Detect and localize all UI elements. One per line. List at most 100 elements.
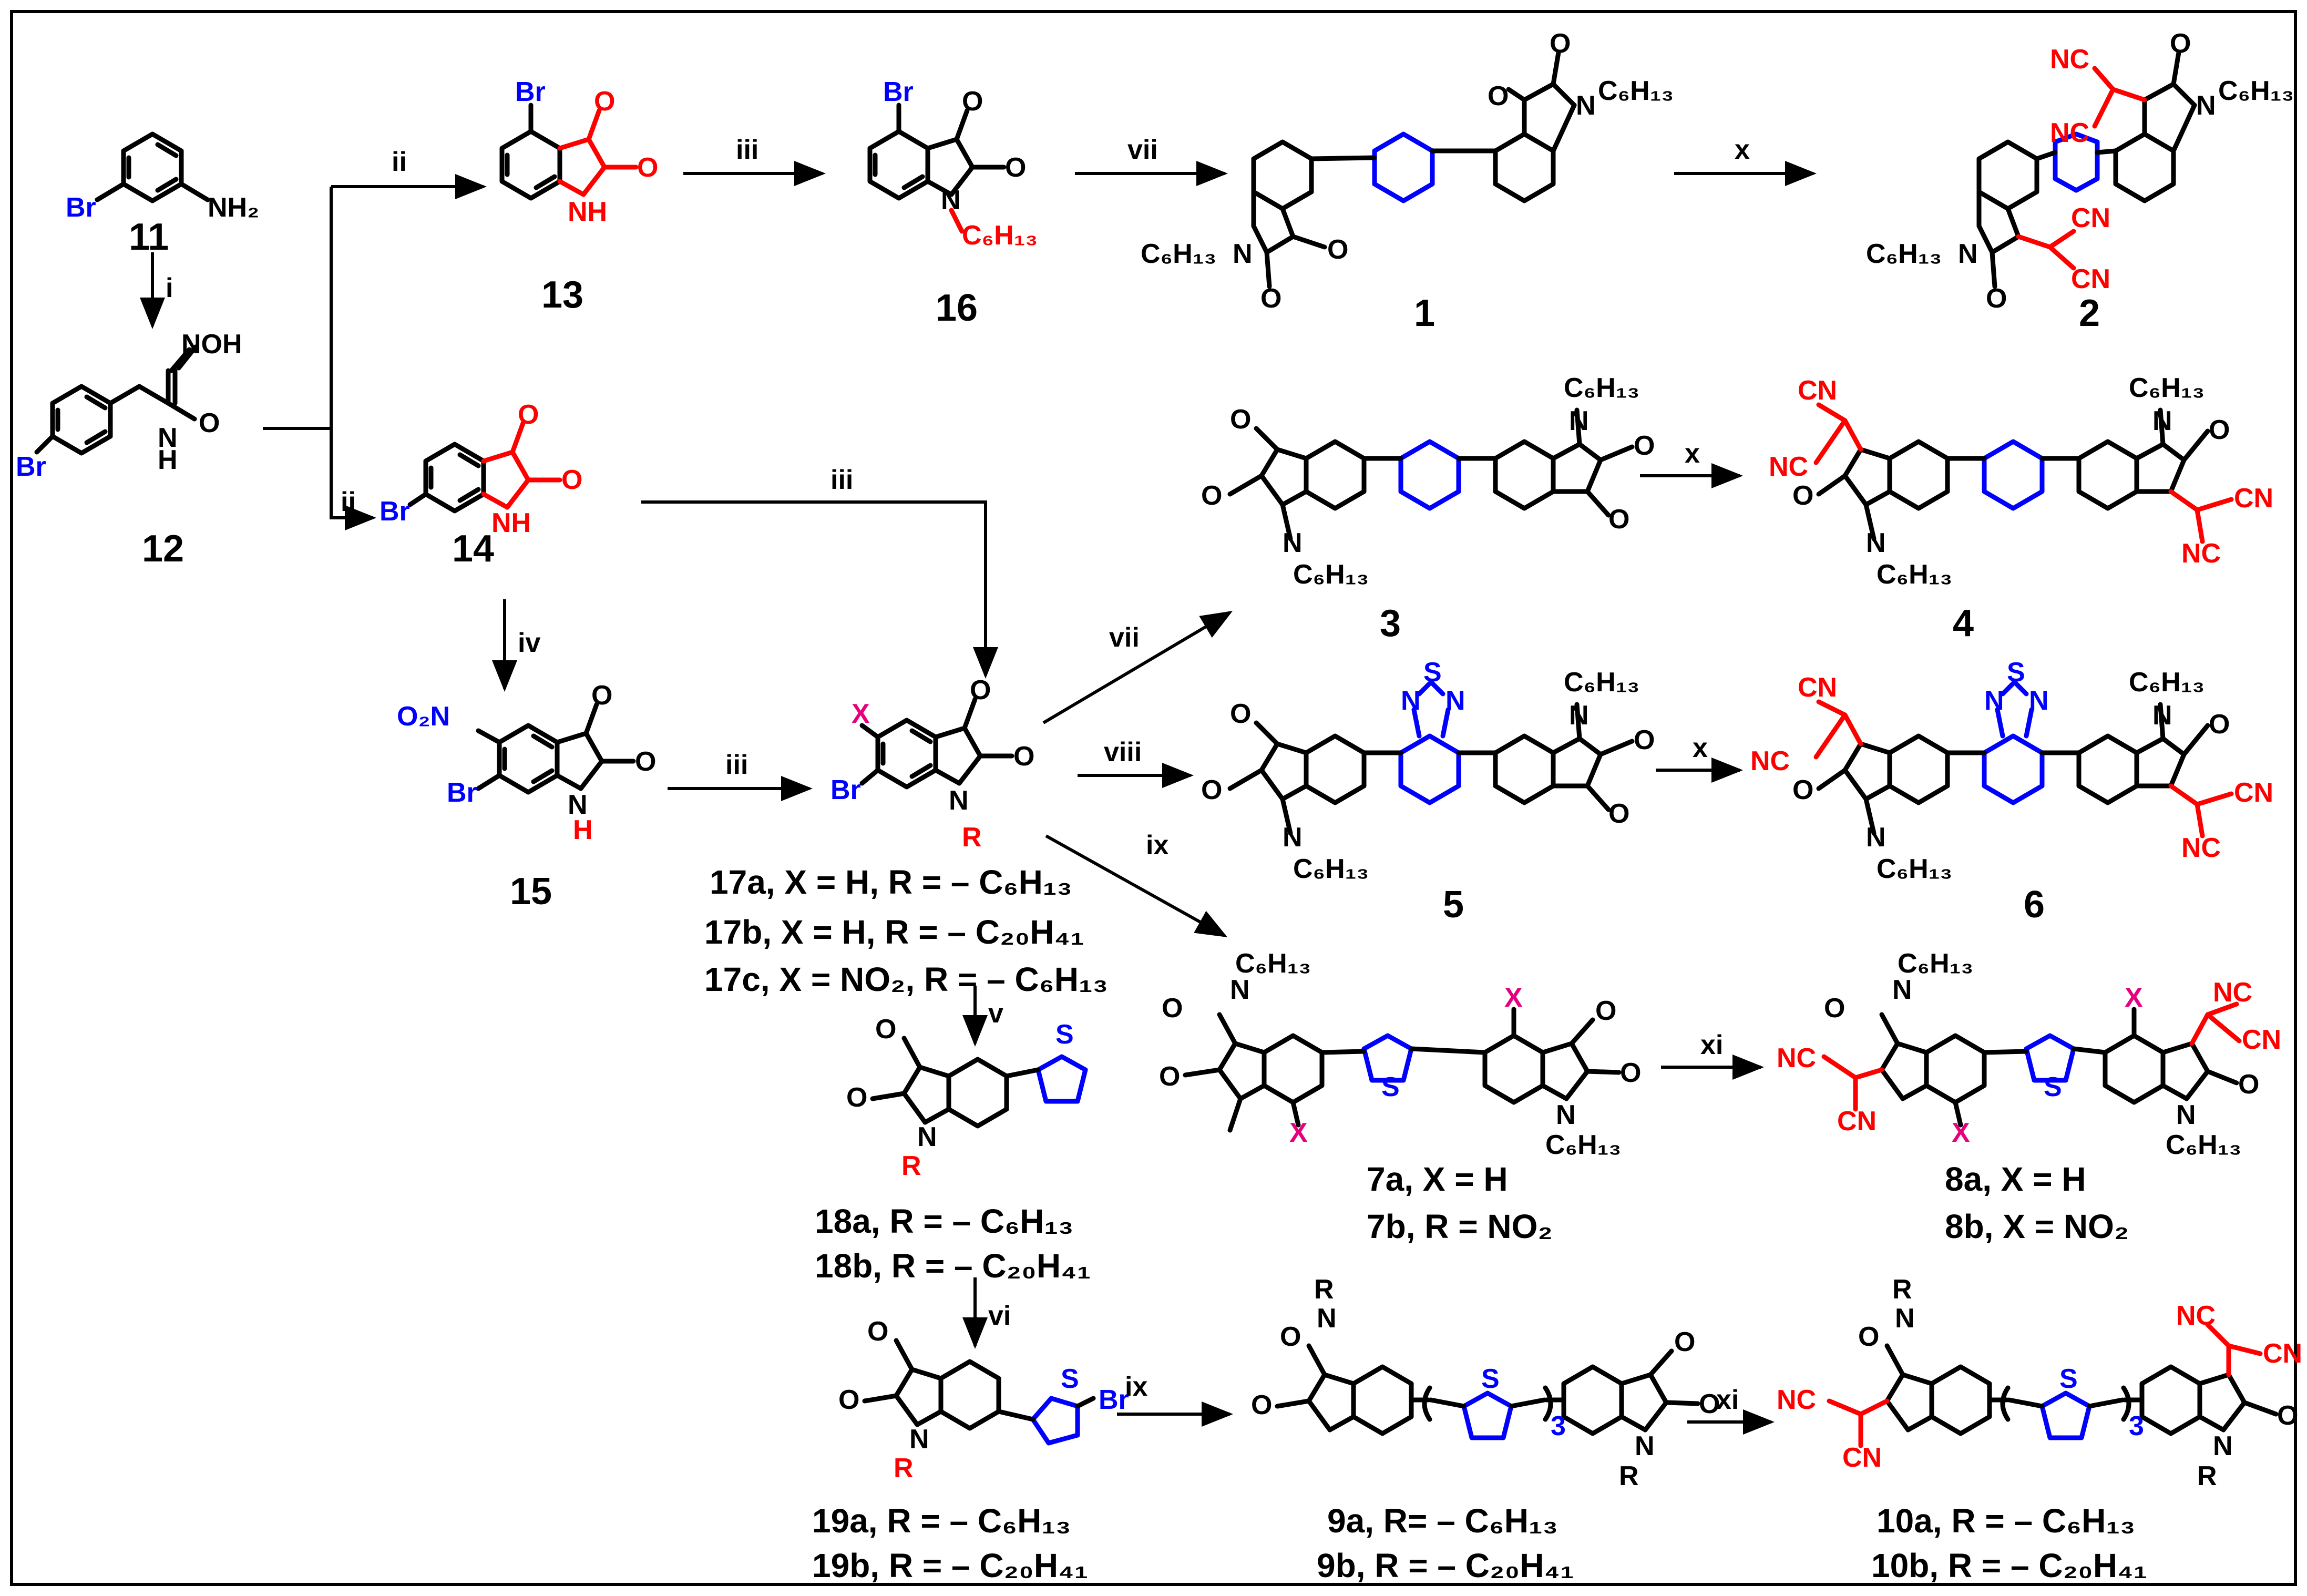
atom-r-10b: R [2197,1461,2217,1491]
atom-c6h13-5b: C₆H₁₃ [1564,667,1639,698]
atom-o-4a: O [1792,480,1813,511]
caption-8b: 8b, X = NO₂ [1945,1208,2129,1245]
atom-o-14a: O [518,400,539,430]
reagent-x-1-2: x [1735,135,1750,165]
atom-o-18b: O [846,1082,867,1113]
atom-x-8a: X [1952,1118,1970,1148]
atom-x-7b: X [1504,983,1523,1013]
atom-o-7d: O [1620,1058,1641,1088]
arrow-12-14 [330,428,376,530]
atom-n-3b: N [1569,406,1589,436]
atom-r-19: R [894,1453,914,1484]
caption-10a: 10a, R = – C₆H₁₃ [1877,1502,2135,1540]
atom-o-1a: O [1327,234,1348,265]
structure-18: S O O N R [846,1014,1088,1181]
atom-s-19: S [1061,1364,1079,1394]
atom-n-16: N [941,185,961,216]
atom-r-9a: R [1314,1274,1334,1305]
atom-n-4b: N [2152,406,2172,436]
structure-5: S N N O O N C₆H₁₃ C₆H₁₃ N O O [1201,657,1655,884]
atom-n-1a: N [1233,239,1253,269]
structure-1: N C₆H₁₃ O O N C₆H₁₃ O O [1141,28,1674,314]
atom-r-10a: R [1892,1274,1912,1305]
atom-n-6b: N [2029,686,2049,716]
atom-o-4b: O [2209,415,2230,445]
compound-numbers: 11 12 13 14 15 16 1 2 3 4 5 6 [129,216,2100,926]
atom-cn-4b: CN [2234,483,2273,514]
atom-nc-10b: NC [2176,1301,2216,1331]
atom-o-15a: O [591,680,612,711]
atom-o-17a: O [970,675,991,705]
compound-4: 4 [1953,602,1974,644]
compound-15: 15 [510,871,552,913]
atom-o-14b: O [561,465,582,495]
atom-o-13b: O [637,152,658,183]
atom-sub3-9: 3 [1551,1411,1566,1441]
atom-h-13: NH [568,197,607,227]
atom-nc-8a: NC [1777,1043,1816,1073]
atom-o-8a: O [1824,993,1845,1024]
atom-r-18: R [901,1151,921,1181]
compound-14: 14 [452,528,494,570]
reagent-labels: i ii ii iii vii x iii iv iii vii x viii … [166,135,1750,1415]
reagent-iv: iv [518,628,540,658]
atom-sub3-10: 3 [2129,1411,2144,1441]
atom-o-7a: O [1162,993,1183,1024]
caption-18b: 18b, R = – C₂₀H₄₁ [815,1247,1091,1285]
compound-5: 5 [1443,884,1464,926]
atom-o-19a: O [867,1316,888,1347]
atom-o-3b: O [1201,480,1222,511]
atom-n-6c: N [1866,822,1886,853]
caption-7a: 7a, X = H [1367,1160,1508,1198]
atom-nh2-11: NH₂ [208,192,259,223]
atom-o-3c: O [1634,431,1655,461]
atom-o-2b: O [2170,28,2191,59]
atom-n-10b: N [2213,1431,2233,1461]
atom-cn-10b: CN [2263,1338,2302,1369]
atom-o-1d: O [1550,28,1571,59]
atom-n-5a: N [1401,686,1421,716]
structure-6: S N N CN NC O N C₆H₁₃ C₆H₁₃ N O CN NC [1750,657,2273,884]
atom-noh-12: NOH [181,329,242,360]
atom-nc-8b: NC [2213,977,2252,1008]
atom-n-5d: N [1569,700,1589,731]
arrow-17-7 [1045,834,1228,937]
atom-br-12: Br [16,452,46,482]
atom-s-8: S [2044,1072,2062,1102]
structure-13: Br O O NH [499,77,658,227]
atom-o-1c: O [1488,81,1509,111]
atom-c6h13-4a: C₆H₁₃ [1877,559,1952,590]
reagent-vi: vi [988,1301,1011,1331]
reagent-iii-13-16: iii [736,135,758,165]
atom-nc-2a: NC [2050,44,2089,75]
structure-15: O₂N Br O O N H [397,680,656,845]
structure-3: O O N C₆H₁₃ C₆H₁₃ N O O [1201,373,1655,590]
atom-n-6a: N [1984,686,2004,716]
atom-cn-8b: CN [2242,1025,2281,1055]
compound-12: 12 [142,528,184,570]
atom-n-9a: N [1317,1303,1337,1334]
atom-o-15b: O [635,746,656,777]
atom-o-6b: O [2209,709,2230,740]
scheme-border [10,10,2297,1586]
reagent-ii-bottom: ii [341,487,356,517]
structure-12: Br NOH H N O [16,329,242,482]
compound-13: 13 [541,274,583,316]
atom-cn-6a: CN [1798,672,1837,703]
structure-9: S 3 R N O O O O N R [1251,1274,1720,1491]
atom-o-2a: O [1986,283,2007,314]
atom-c6h13-4b: C₆H₁₃ [2129,373,2205,403]
atom-n-15: N [568,790,588,820]
reagent-iii-15-17: iii [725,750,748,780]
caption-19a: 19a, R = – C₆H₁₃ [812,1502,1071,1540]
atom-o-16b: O [1005,152,1026,183]
compound-6: 6 [2024,884,2045,926]
reagent-ii-top: ii [392,147,407,177]
reagent-vii-17-3: vii [1109,622,1140,653]
atom-o-7b: O [1159,1061,1180,1092]
atom-s-6: S [2007,657,2025,688]
reagent-ix-17-7: ix [1146,830,1168,861]
atom-x-8b: X [2125,983,2143,1013]
atom-n-19: N [909,1424,929,1455]
atom-n-10a: N [1895,1303,1915,1334]
